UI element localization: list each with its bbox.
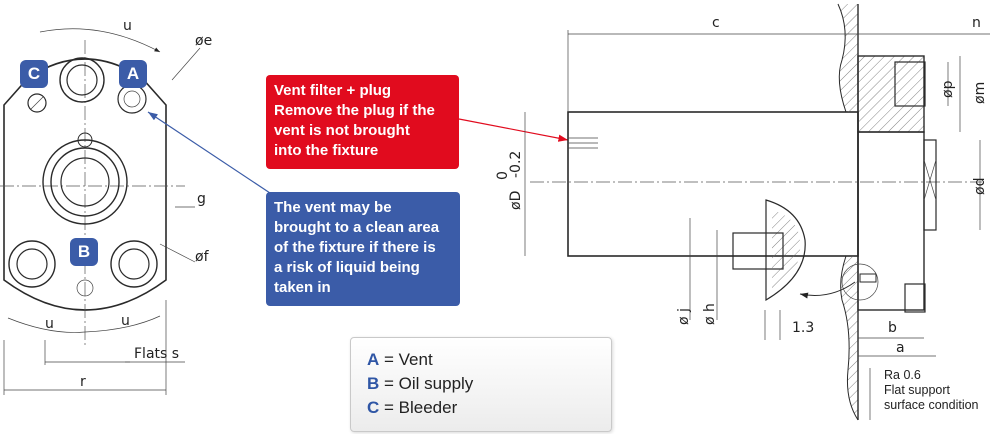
- callout-line: a risk of liquid being: [274, 259, 420, 276]
- callout-line: of the fixture if there is: [274, 239, 436, 256]
- dim-j: ø j: [676, 308, 692, 325]
- dim-d: ød: [972, 178, 988, 195]
- vent-clean-area-callout: The vent may be brought to a clean area …: [266, 192, 460, 306]
- callout-line: The vent may be: [274, 199, 392, 216]
- blue-leader: [147, 111, 271, 194]
- dim-n: n: [972, 15, 981, 31]
- callout-line: taken in: [274, 279, 331, 296]
- surface-note-line: Flat support: [884, 383, 951, 397]
- dim-c: c: [712, 15, 720, 31]
- dim-D-tol-lower: -0.2: [508, 151, 524, 178]
- dim-u-top: u: [123, 18, 132, 34]
- callout-line: Vent filter + plug: [274, 82, 392, 99]
- legend-row-vent: A = Vent: [367, 348, 595, 372]
- dim-D: øD: [508, 191, 524, 210]
- dim-r: r: [80, 374, 86, 390]
- bleeder-marker: C: [20, 60, 48, 88]
- callout-line: brought to a clean area: [274, 219, 440, 236]
- surface-note-line: Ra 0.6: [884, 368, 921, 382]
- oil-supply-marker: B: [70, 238, 98, 266]
- dim-e: øe: [195, 33, 212, 49]
- dim-u-bottom-left: u: [45, 316, 54, 332]
- legend-box: A = Vent B = Oil supply C = Bleeder: [350, 337, 612, 432]
- front-view: u øe g øf u u Flats s r: [0, 18, 212, 395]
- legend-row-oil: B = Oil supply: [367, 372, 595, 396]
- dim-u-bottom-right: u: [121, 313, 130, 329]
- legend-text: = Vent: [379, 350, 433, 369]
- callout-line: vent is not brought: [274, 122, 410, 139]
- vent-filter-callout: Vent filter + plug Remove the plug if th…: [266, 75, 459, 169]
- callout-line: Remove the plug if the: [274, 102, 435, 119]
- legend-key: C: [367, 398, 380, 417]
- legend-text: = Oil supply: [379, 374, 474, 393]
- legend-key: B: [367, 374, 380, 393]
- legend-row-bleeder: C = Bleeder: [367, 396, 595, 420]
- side-view: c n øp øm ød øD 0 -0.2 ø j ø h 1.3 b a: [495, 3, 990, 421]
- dim-h: ø h: [702, 303, 718, 325]
- dim-f: øf: [195, 249, 210, 265]
- red-leader: [458, 118, 569, 142]
- dim-a: a: [896, 340, 905, 356]
- dim-chamfer: 1.3: [792, 320, 814, 336]
- dim-g: g: [197, 191, 206, 207]
- dim-p: øp: [940, 80, 956, 98]
- surface-note-line: surface condition: [884, 398, 979, 412]
- dim-b: b: [888, 320, 897, 336]
- dim-m: øm: [972, 82, 988, 104]
- surface-note: Ra 0.6 Flat support surface condition: [884, 368, 979, 413]
- dim-flats: Flats s: [134, 346, 179, 362]
- legend-text: = Bleeder: [379, 398, 458, 417]
- callout-line: into the fixture: [274, 142, 379, 159]
- dim-D-tol-upper: 0: [495, 171, 511, 180]
- legend-key: A: [367, 350, 380, 369]
- vent-marker: A: [119, 60, 147, 88]
